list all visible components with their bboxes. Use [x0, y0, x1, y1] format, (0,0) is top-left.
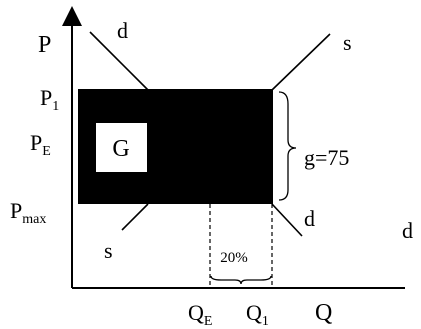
qe-label: QE: [188, 300, 212, 329]
x-axis-label: Q: [315, 300, 332, 326]
demand-curve-upper: [89, 31, 149, 91]
supply-label-top: s: [343, 30, 352, 55]
demand-label-bottom: d: [304, 206, 315, 231]
demand-curve-lower: [271, 203, 303, 237]
supply-curve-upper: [271, 33, 331, 91]
percent-brace: [210, 275, 272, 285]
region-g-label-box: [96, 123, 147, 172]
g-brace: [278, 91, 297, 201]
pmax-label: Pmax: [10, 198, 46, 227]
pe-label: PE: [30, 130, 51, 159]
p1-label: P1: [40, 85, 59, 114]
y-axis-label: P: [38, 32, 51, 58]
percent-label: 20%: [220, 250, 248, 266]
g-brace-label: g=75: [304, 145, 349, 170]
demand-label-top: d: [117, 18, 128, 43]
supply-label-bottom: s: [104, 238, 113, 263]
q1-label: Q1: [246, 300, 269, 329]
supply-curve-lower: [121, 203, 149, 231]
stray-d-label: d: [402, 218, 413, 243]
region-g-label: G: [112, 136, 129, 162]
